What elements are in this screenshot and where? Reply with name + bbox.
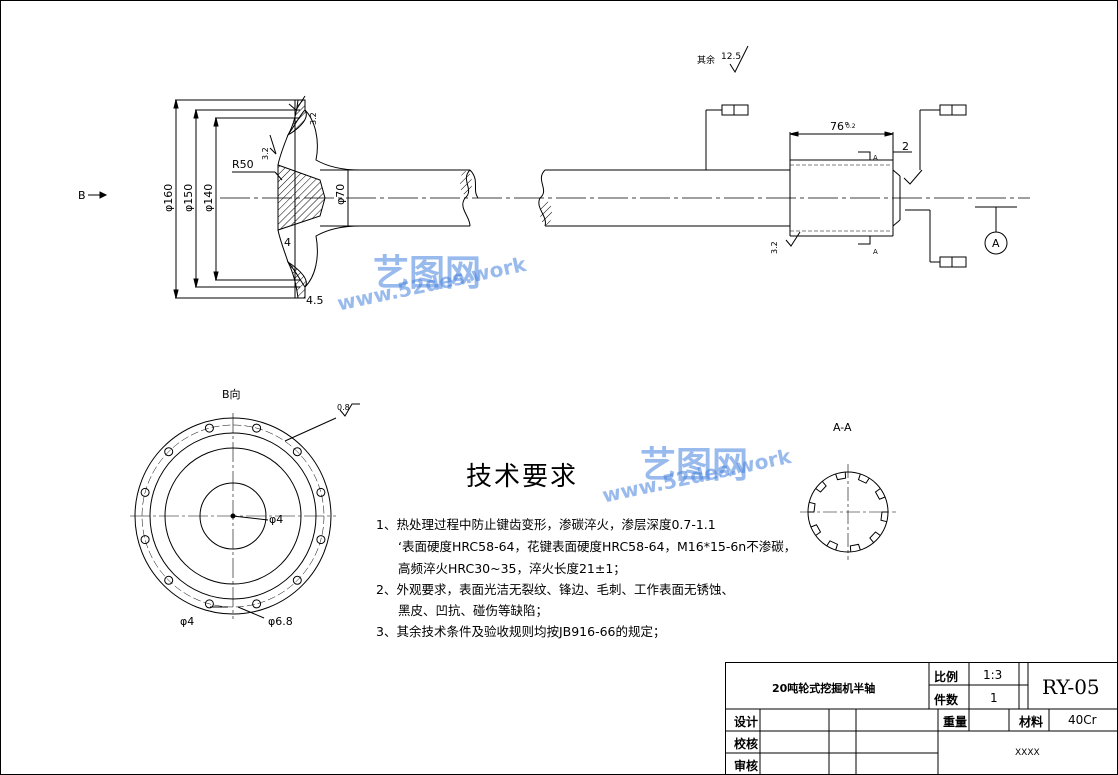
quantity-value: 1: [990, 691, 998, 705]
roughness-3-2-curve: 3.2: [261, 147, 270, 160]
bolt-hole: [316, 487, 326, 497]
dim-spline-length: 76°: [830, 120, 850, 133]
spline-tooth: [849, 543, 861, 552]
spline-tooth: [857, 473, 870, 484]
bolt-hole: [252, 599, 262, 609]
dim-r50: R50: [232, 158, 254, 171]
bolt-hole: [252, 423, 262, 433]
company-name: XXXX: [1015, 748, 1040, 758]
part-name: 20吨轮式挖掘机半轴: [772, 682, 876, 695]
quantity-label: 件数: [934, 693, 959, 707]
watermark-brand-2: 艺图网: [640, 445, 749, 486]
dim-d160: φ160: [162, 184, 175, 212]
scale-label: 比例: [934, 670, 959, 684]
section-mark-top: A: [873, 154, 878, 162]
tech-requirement-line-6: 3、其余技术条件及验收规则均按JB916-66的规定；: [376, 624, 666, 639]
b-view-title: B向: [222, 387, 241, 401]
dim-d150: φ150: [182, 184, 195, 212]
section-a-a-spline: [800, 464, 896, 560]
section-mark-bottom: A: [873, 248, 878, 256]
section-a-a-title: A-A: [833, 421, 852, 434]
spline-tooth: [880, 511, 888, 523]
b-view-arrow-label: B: [78, 189, 86, 202]
dim-d70: φ70: [334, 184, 347, 205]
dim-hole-phi4: φ4: [180, 615, 194, 628]
half-shaft-side-view: [88, 45, 1030, 417]
spline-tooth: [826, 540, 839, 551]
watermark-brand-1: 艺图网: [373, 253, 482, 294]
b-view-end-face: [130, 413, 337, 619]
dim-4: 4: [284, 236, 291, 249]
dim-4-5: 4.5: [306, 294, 324, 307]
review-label: 审核: [734, 759, 759, 773]
spline-tooth: [835, 472, 847, 481]
roughness-0-8: 0.8: [337, 403, 350, 412]
datum-a-label: A: [992, 237, 1000, 250]
bolt-hole: [316, 535, 326, 545]
scale-value: 1:3: [983, 668, 1003, 682]
dim-hole-center-phi4: φ4: [269, 513, 283, 526]
bolt-hole: [204, 599, 214, 609]
bolt-hole: [164, 447, 174, 457]
drawing-number: RY-05: [1042, 675, 1100, 699]
title-block: [725, 662, 1118, 775]
spline-tooth: [874, 488, 886, 500]
tech-requirement-line-5: 黑皮、凹抗、碰伤等缺陷；: [398, 603, 549, 618]
bolt-hole: [204, 423, 214, 433]
weight-label: 重量: [943, 715, 968, 729]
tech-requirement-line-2: ‘表面硬度HRC58-64，花键表面硬度HRC58-64，M16*15-6n不渗…: [398, 539, 797, 554]
spline-tooth: [869, 531, 881, 543]
roughness-rest-value: 12.5: [721, 52, 741, 62]
bolt-hole: [164, 575, 174, 585]
tech-requirement-line-1: 1、热处理过程中防止键齿变形，渗碳淬火，渗层深度0.7-1.1: [376, 517, 716, 532]
design-label: 设计: [734, 715, 759, 729]
bolt-hole: [140, 535, 150, 545]
bolt-hole: [140, 487, 150, 497]
material-value: 40Cr: [1068, 713, 1097, 727]
dim-d140: φ140: [202, 184, 215, 212]
tech-requirement-line-4: 2、外观要求，表面光洁无裂纹、锋边、毛刺、工作表面无锈蚀、: [376, 582, 734, 597]
bolt-hole: [292, 447, 302, 457]
dim-hole-phi6-8: φ6.8: [268, 615, 293, 628]
check-label: 校核: [734, 737, 759, 751]
spline-tooth: [815, 481, 827, 493]
dim-spline-tolerance: 0.2: [846, 123, 856, 130]
roughness-rest-label: 其余: [697, 54, 715, 66]
roughness-3-2-spline: 3.2: [770, 241, 779, 254]
dim-2: 2: [902, 140, 909, 153]
tech-requirements-title: 技术要求: [466, 462, 579, 492]
spline-tooth: [810, 524, 822, 536]
tech-requirement-line-3: 高频淬火HRC30~35，淬火长度21±1；: [398, 561, 626, 576]
material-label: 材料: [1019, 715, 1044, 729]
roughness-3-2-flange: 3.2: [309, 112, 318, 125]
bolt-hole: [292, 575, 302, 585]
